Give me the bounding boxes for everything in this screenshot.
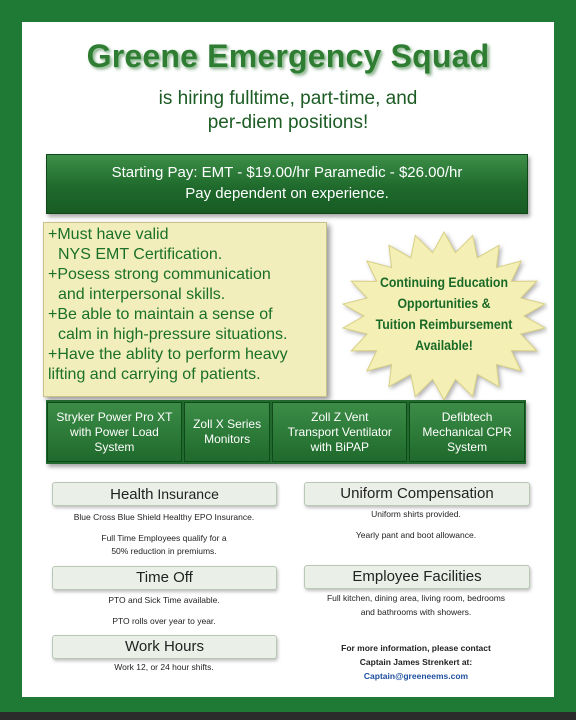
requirement-line: and interpersonal skills.	[58, 286, 226, 303]
work-hours-text: Work 12, or 24 hour shifts.	[114, 662, 214, 672]
pay-line-2: Pay dependent on experience.	[185, 185, 389, 202]
requirements-note: +Must have valid NYS EMT Certification. …	[43, 222, 327, 397]
health-plan-text: Blue Cross Blue Shield Healthy EPO Insur…	[38, 511, 290, 524]
health-premium-line: Full Time Employees qualify for a	[101, 533, 227, 543]
equipment-line: Defibtech	[441, 409, 493, 424]
contact-email-link[interactable]: Captain@greeneems.com	[363, 671, 469, 681]
work-hours-label: Work Hours	[52, 635, 277, 659]
requirement-line: +Posess strong communication	[48, 266, 271, 283]
requirements-list: +Must have valid NYS EMT Certification. …	[44, 225, 326, 385]
equipment-line: Transport Ventilator	[287, 424, 392, 439]
requirement-line: +Be able to maintain a sense of	[48, 306, 273, 323]
time-off-text-1: PTO and Sick Time available.	[108, 595, 220, 605]
facilities-text: Full kitchen, dining area, living room, …	[294, 591, 538, 619]
contact-line-2: Captain James Strenkert at:	[359, 657, 473, 667]
employee-facilities-label: Employee Facilities	[304, 565, 530, 589]
equipment-row: Stryker Power Pro XT with Power Load Sys…	[46, 400, 526, 464]
contact-info: For more information, please contact Cap…	[294, 641, 538, 683]
burst-line: Tuition Reimbursement	[375, 316, 513, 332]
subtitle-line-2: per-diem positions!	[207, 112, 369, 133]
facilities-line: and bathrooms with showers.	[360, 607, 472, 617]
pay-banner: Starting Pay: EMT - $19.00/hr Paramedic …	[46, 154, 528, 214]
health-premium-text: Full Time Employees qualify for a 50% re…	[38, 532, 290, 558]
bottom-strip	[0, 712, 576, 720]
health-label-bold: Health	[110, 486, 154, 503]
uniform-compensation-label: Uniform Compensation	[304, 482, 530, 506]
pay-line-1: Starting Pay: EMT - $19.00/hr Paramedic …	[111, 164, 463, 181]
time-off-label: Time Off	[52, 566, 277, 590]
health-plan-line: Blue Cross Blue Shield Healthy EPO Insur…	[73, 512, 255, 522]
education-burst-text: Continuing Education Opportunities & Tui…	[372, 272, 516, 356]
burst-line: Available!	[415, 337, 473, 353]
health-label-rest: Insurance	[153, 486, 219, 502]
requirement-line: calm in high-pressure situations.	[58, 326, 288, 343]
equipment-line: Monitors	[204, 432, 251, 446]
equipment-line: Mechanical CPR	[422, 424, 512, 439]
equipment-stryker: Stryker Power Pro XT with Power Load Sys…	[47, 402, 182, 462]
requirement-line: NYS EMT Certification.	[58, 246, 223, 263]
equipment-line: System	[447, 439, 488, 454]
equipment-line: with BiPAP	[310, 439, 370, 454]
uniform-text-1: Uniform shirts provided.	[371, 509, 461, 519]
hiring-subtitle: is hiring fulltime, part-time, and per-d…	[22, 87, 554, 135]
equipment-line: with Power Load	[70, 424, 159, 439]
contact-line-1: For more information, please contact	[341, 643, 491, 653]
equipment-line: Stryker Power Pro XT	[56, 409, 173, 424]
flyer-page: Greene Emergency Squad is hiring fulltim…	[22, 22, 554, 697]
equipment-line: System	[94, 439, 135, 454]
health-premium-line: 50% reduction in premiums.	[111, 546, 217, 556]
equipment-zoll-x: Zoll X Series Monitors	[183, 402, 271, 462]
equipment-defibtech: Defibtech Mechanical CPR System	[409, 402, 525, 462]
requirement-line: +Must have valid	[48, 226, 169, 243]
equipment-line: Zoll X Series	[193, 417, 262, 431]
burst-line: Continuing Education	[380, 274, 508, 290]
burst-line: Opportunities &	[397, 295, 491, 311]
subtitle-line-1: is hiring fulltime, part-time, and	[158, 88, 418, 109]
time-off-text-2: PTO rolls over year to year.	[112, 616, 216, 626]
flyer-title: Greene Emergency Squad	[86, 38, 490, 74]
uniform-text-2: Yearly pant and boot allowance.	[355, 530, 477, 540]
facilities-line: Full kitchen, dining area, living room, …	[326, 593, 506, 603]
requirement-line: lifting and carrying of patients.	[48, 366, 261, 383]
requirement-line: +Have the ablity to perform heavy	[48, 346, 288, 363]
health-insurance-label: Health Insurance	[52, 482, 277, 506]
equipment-line: Zoll Z Vent	[311, 409, 369, 424]
equipment-zoll-z: Zoll Z Vent Transport Ventilator with Bi…	[272, 402, 408, 462]
